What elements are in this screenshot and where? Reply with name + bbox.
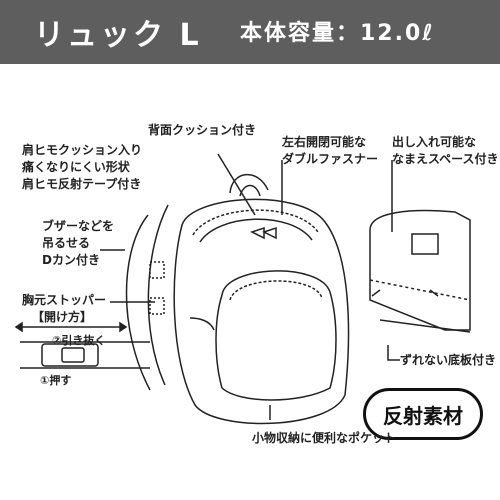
header-bar: リュック L 本体容量：12.0ℓ <box>0 0 500 64</box>
callout-shoulder-3: 肩ヒモ反射テープ付き <box>22 177 142 191</box>
callout-space-1: 出し入れ可能な <box>392 135 477 149</box>
reflect-badge: 反射素材 <box>363 388 483 440</box>
backpack-illustration <box>14 153 471 425</box>
capacity-label: 本体容量：12.0ℓ <box>240 21 435 46</box>
callout-shoulder-1: 肩ヒモクッション入り <box>22 143 143 157</box>
product-title: リュック L <box>34 18 202 53</box>
callout-space-2: なまえスペース付き <box>392 152 499 166</box>
callout-pocket: 小物収納に便利なポケット <box>252 431 397 445</box>
backpack-body <box>173 198 350 425</box>
callout-shoulder-2: 痛くなりにくい形状 <box>22 160 130 174</box>
callout-d-ring-1: ブザーなどを <box>42 219 115 233</box>
callout-d-ring-2: 吊るせる <box>42 236 91 250</box>
callout-d-ring: ブザーなどを 吊るせる Dカン付き <box>42 218 114 269</box>
callout-bottom: ずれない底板付き <box>400 353 497 367</box>
callout-zipper-1: 左右開閉可能な <box>282 135 367 149</box>
callout-shoulder: 肩ヒモクッション入り 痛くなりにくい形状 肩ヒモ反射テープ付き <box>22 142 142 193</box>
front-pocket <box>215 270 337 401</box>
callout-zipper-2: ダブルファスナー <box>282 152 379 166</box>
callout-chest-1: 胸元ストッパー <box>22 293 107 307</box>
callout-zipper: 左右開閉可能な ダブルファスナー <box>282 134 378 168</box>
callout-space: 出し入れ可能な なまえスペース付き <box>392 134 499 168</box>
callout-back-cushion: 背面クッション付き <box>148 123 257 137</box>
step-one: ①押す <box>40 374 72 387</box>
callout-chest: 胸元ストッパー 【開け方】 <box>22 292 106 326</box>
step-two: ②引き抜く <box>52 334 106 347</box>
callout-d-ring-3: Dカン付き <box>42 253 100 267</box>
callout-chest-2: 【開け方】 <box>32 310 93 324</box>
